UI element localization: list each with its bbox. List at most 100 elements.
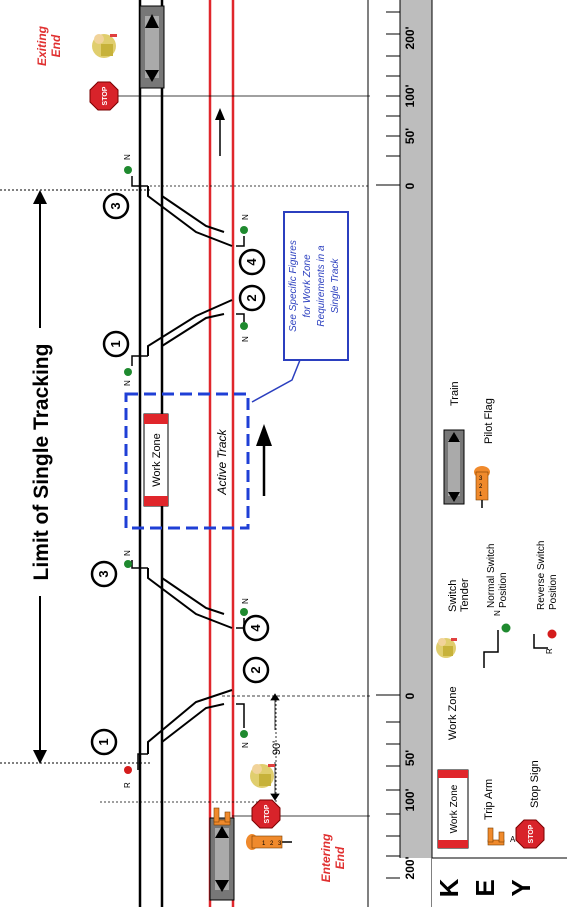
entering-end-label: Entering End xyxy=(319,833,347,882)
normal-switch-icon: N xyxy=(483,610,511,668)
switch-number: 2 xyxy=(244,294,259,301)
key-work-zone-label: Work Zone xyxy=(447,686,459,740)
stop-sign-text: STOP xyxy=(102,86,109,105)
svg-text:Exiting: Exiting xyxy=(35,25,49,66)
limit-arrow: Limit of Single Tracking xyxy=(0,189,150,764)
key-letter: E xyxy=(470,879,500,896)
stop-sign-icon: STOP xyxy=(89,81,119,111)
switch-marker: 2 xyxy=(242,656,270,684)
flag-number: 3 xyxy=(479,476,483,482)
switch-marker: 3 xyxy=(102,192,130,220)
switch-marker: 2 xyxy=(238,284,266,312)
normal-switch-stand: N xyxy=(123,154,148,187)
key-work-zone-symbol: Work Zone xyxy=(437,769,469,849)
callout-line: See Specific Figures xyxy=(288,240,299,332)
normal-switch-stand: N xyxy=(236,313,250,342)
key-normal-switch-label: Position xyxy=(498,572,509,608)
scale-tick-label: 0 xyxy=(403,692,417,699)
switch-number: 2 xyxy=(248,666,263,673)
key-letter: Y xyxy=(506,879,536,896)
flag-number: 1 xyxy=(262,841,266,847)
train xyxy=(139,5,165,89)
key-train-icon xyxy=(443,429,465,505)
switch-marker: 4 xyxy=(238,248,266,276)
switch-normal-letter: N xyxy=(241,742,250,748)
work-zone-label: Work Zone xyxy=(151,433,163,487)
key-trip-arm-label: Trip Arm xyxy=(483,779,495,820)
flag-number: 2 xyxy=(270,841,274,847)
switch-normal-letter: N xyxy=(123,380,132,386)
switch-number: 4 xyxy=(248,624,263,632)
stop-sign-icon: STOP xyxy=(251,799,281,829)
reverse-switch-stand: R xyxy=(123,753,148,788)
diagram-title: Limit of Single Tracking xyxy=(30,344,53,581)
switch-number: 3 xyxy=(96,570,111,577)
switch-number: 3 xyxy=(108,202,123,209)
normal-switch-letter: N xyxy=(493,610,502,616)
normal-switch-stand: N xyxy=(236,214,250,247)
scale-tick-label: 50' xyxy=(403,750,417,766)
stop-sign-text: STOP xyxy=(264,804,271,823)
switch-normal-letter: N xyxy=(241,214,250,220)
svg-text:End: End xyxy=(333,846,347,869)
trip-arm-letter: A xyxy=(510,835,516,844)
switch-marker: 4 xyxy=(242,614,270,642)
pilot-flag-icon: 1 2 3 xyxy=(246,834,292,850)
switch-marker: 1 xyxy=(90,728,118,756)
svg-text:Entering: Entering xyxy=(319,833,333,882)
normal-switch-stand: N xyxy=(236,703,250,748)
reverse-switch-letter: R xyxy=(545,648,554,654)
distance-label: 90' xyxy=(271,741,283,755)
flag-number: 2 xyxy=(479,484,483,490)
key-pilot-flag-label: Pilot Flag xyxy=(483,398,495,444)
scale-tick-label: 50' xyxy=(403,128,417,144)
flag-number: 1 xyxy=(479,492,483,498)
exiting-end-label: Exiting End xyxy=(35,25,63,66)
scale-tick-label: 200' xyxy=(403,26,417,49)
pilot-flag-icon: 1 2 3 xyxy=(474,466,490,508)
switch-normal-letter: N xyxy=(123,154,132,160)
key-stop-sign-label: Stop Sign xyxy=(529,760,541,808)
callout-line: Single Track xyxy=(330,258,341,314)
scale-band xyxy=(400,0,432,858)
stop-sign-icon: STOP xyxy=(515,819,545,849)
switch-tender-icon xyxy=(436,638,457,658)
key-panel: K E Y Work Zone Work Zone A Trip Arm STO… xyxy=(432,381,567,907)
work-zone: Work Zone xyxy=(124,392,250,530)
switch-number: 4 xyxy=(244,258,259,266)
switch-marker: 3 xyxy=(90,560,118,588)
scale-tick-label: 0 xyxy=(403,182,417,189)
switch-tender-icon xyxy=(250,764,275,788)
key-reverse-switch-label: Position xyxy=(548,574,559,610)
scale-tick-label: 100' xyxy=(403,788,417,811)
train xyxy=(209,817,235,901)
switch-marker: 1 xyxy=(102,330,130,358)
reverse-switch-icon: R xyxy=(533,629,557,654)
flag-number: 3 xyxy=(278,841,282,847)
direction-arrow xyxy=(256,424,272,496)
normal-switch-stand: N xyxy=(123,550,148,569)
switch-number: 1 xyxy=(108,340,123,347)
tracks xyxy=(138,0,235,907)
scale-tick-label: 200' xyxy=(403,856,417,879)
scale-tick-label: 100' xyxy=(403,84,417,107)
switch-tender-icon xyxy=(92,34,117,58)
switch-reverse-letter: R xyxy=(123,782,132,788)
key-normal-switch-label: Normal Switch xyxy=(486,544,497,608)
normal-switch-stand: N xyxy=(123,355,148,386)
switch-normal-letter: N xyxy=(241,598,250,604)
callout-line: for Work Zone xyxy=(302,254,313,318)
key-letter: K xyxy=(434,878,464,897)
key-switch-tender-label: Tender xyxy=(459,578,471,612)
active-track-label: Active Track xyxy=(215,428,229,495)
key-train-label: Train xyxy=(449,381,461,406)
distance-scale: 200' 100' 50' 0 0 50' 100' 200' xyxy=(367,0,433,907)
switch-number: 1 xyxy=(96,738,111,745)
trip-arm-icon xyxy=(213,807,231,826)
callout-line: Requirements in a xyxy=(316,245,327,327)
trip-arm-icon: A xyxy=(487,827,516,846)
switch-normal-letter: N xyxy=(123,550,132,556)
key-work-zone-box-label: Work Zone xyxy=(449,784,460,833)
callout-box: See Specific Figures for Work Zone Requi… xyxy=(251,211,349,403)
